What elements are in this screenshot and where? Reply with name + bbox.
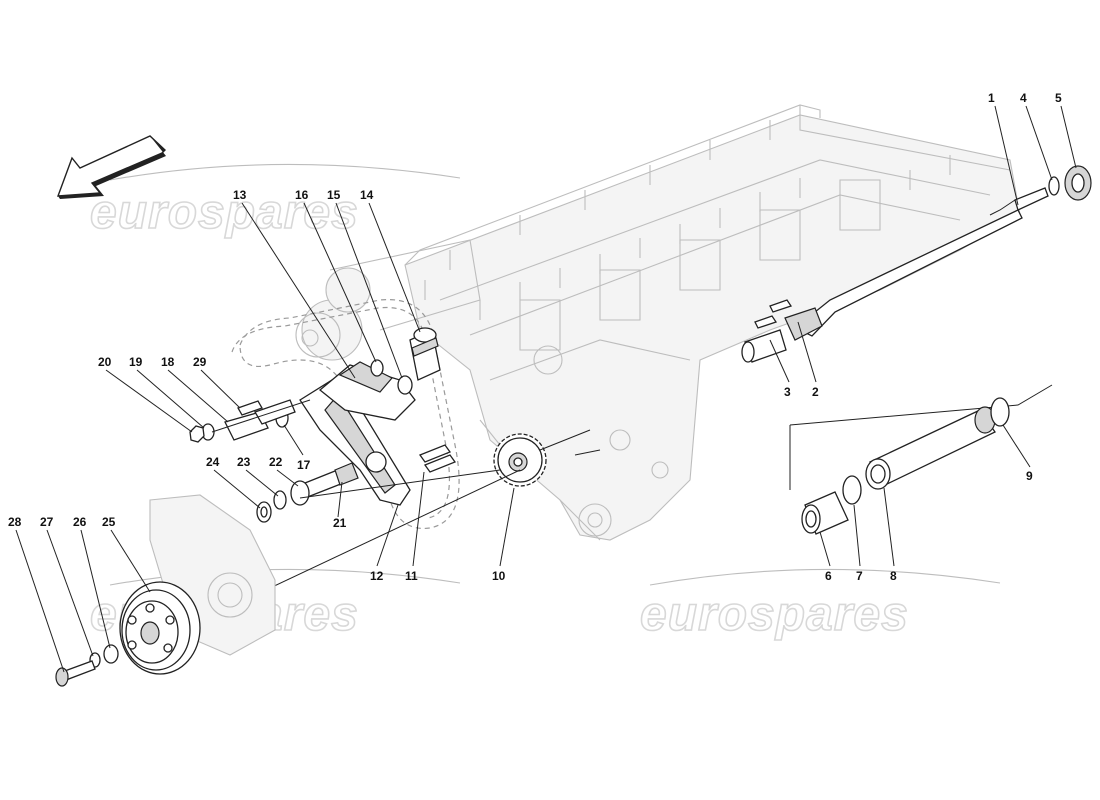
callout-28: 28 <box>8 515 22 529</box>
callout-27: 27 <box>40 515 54 529</box>
callout-5: 5 <box>1055 91 1062 105</box>
callout-10: 10 <box>492 569 506 583</box>
callout-12: 12 <box>370 569 384 583</box>
callout-20: 20 <box>98 355 112 369</box>
leader-lines <box>15 105 1077 673</box>
watermark-top-left: eurospares <box>90 186 359 239</box>
callout-18: 18 <box>161 355 175 369</box>
callout-8: 8 <box>890 569 897 583</box>
part-11-chain-link <box>418 444 457 473</box>
watermark-bottom-right: eurospares <box>640 588 909 641</box>
callout-11: 11 <box>405 569 418 583</box>
chain-loop <box>231 298 460 530</box>
callout-23: 23 <box>237 455 251 469</box>
part-2-sleeve <box>741 329 787 363</box>
callout-29: 29 <box>193 355 207 369</box>
callout-4: 4 <box>1020 91 1027 105</box>
part-28-bolt <box>55 660 96 687</box>
callout-13: 13 <box>233 188 247 202</box>
part-15-washer <box>397 375 413 395</box>
cylinder-head-studs <box>424 120 951 320</box>
callout-1: 1 <box>988 91 995 105</box>
callout-3: 3 <box>784 385 791 399</box>
part-18-pivot-pin <box>224 399 296 441</box>
part-6-bush <box>801 491 849 535</box>
callout-21: 21 <box>333 516 347 530</box>
callout-14: 14 <box>360 188 374 202</box>
part-13-chain-guide <box>318 361 416 421</box>
part-24-seal <box>256 501 272 523</box>
part-16-washer <box>370 359 384 377</box>
part-3-key <box>754 299 793 329</box>
part-10-gear <box>493 429 601 487</box>
callout-16: 16 <box>295 188 309 202</box>
callout-19: 19 <box>129 355 143 369</box>
part-1-drive-shaft <box>784 187 1049 341</box>
part-group-box <box>789 384 1053 490</box>
callout-26: 26 <box>73 515 87 529</box>
front-direction-arrow-icon <box>56 135 167 199</box>
callout-2: 2 <box>812 385 819 399</box>
callout-22: 22 <box>269 455 283 469</box>
part-9-o-ring <box>990 397 1010 427</box>
part-4-circlip <box>1048 176 1060 196</box>
callout-labels: 1 2 3 4 5 6 7 8 9 10 11 12 13 14 15 16 1… <box>8 91 1062 583</box>
part-25-pulley <box>119 581 201 675</box>
callout-17: 17 <box>297 458 311 472</box>
part-22-spacer <box>290 480 310 506</box>
part-7-o-ring <box>842 475 862 505</box>
part-20-nut <box>189 425 205 443</box>
part-29-dowel <box>237 400 263 416</box>
callout-24: 24 <box>206 455 220 469</box>
callout-9: 9 <box>1026 469 1033 483</box>
callout-25: 25 <box>102 515 116 529</box>
callout-7: 7 <box>856 569 863 583</box>
part-5-bearing <box>1064 165 1092 201</box>
part-8-tube <box>865 406 996 490</box>
part-26-washer <box>103 644 119 664</box>
part-14-tensioner-plunger <box>409 327 441 381</box>
callout-15: 15 <box>327 188 341 202</box>
callout-6: 6 <box>825 569 832 583</box>
